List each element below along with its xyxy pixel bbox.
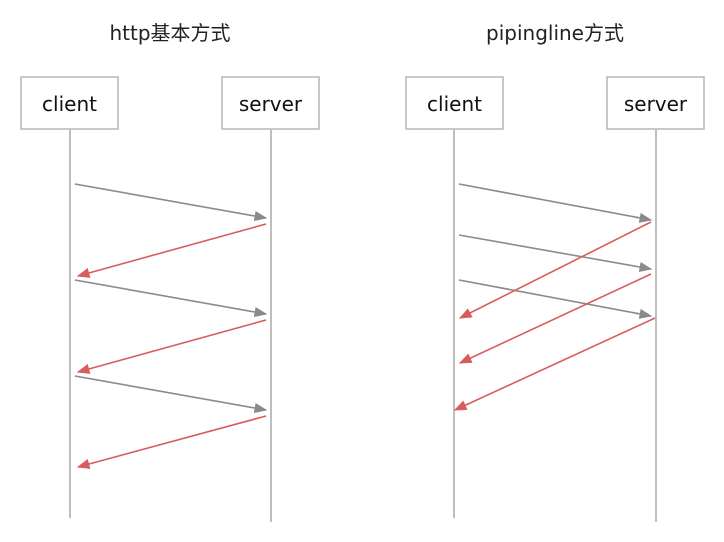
server-label: server <box>239 92 303 116</box>
panel-pipelining: pipingline方式 client server <box>405 21 705 522</box>
panel-title: pipingline方式 <box>486 21 624 45</box>
server-label: server <box>624 92 688 116</box>
request-arrow-client-to-server <box>458 183 653 223</box>
request-arrow-client-to-server <box>74 183 268 222</box>
panel-http-basic: http基本方式 client server <box>20 21 320 522</box>
response-arrow-server-to-client <box>76 415 267 469</box>
message-arrows <box>453 183 656 411</box>
client-label: client <box>427 92 482 116</box>
server-box <box>221 76 320 130</box>
client-label: client <box>42 92 97 116</box>
client-box <box>405 76 504 130</box>
message-arrows <box>74 183 268 469</box>
request-arrow-client-to-server <box>74 279 268 318</box>
request-arrow-client-to-server <box>458 234 653 273</box>
client-box <box>20 76 119 130</box>
server-box <box>606 76 705 130</box>
response-arrow-server-to-client <box>458 221 652 319</box>
response-arrow-server-to-client <box>458 273 652 364</box>
request-arrow-client-to-server <box>458 279 653 319</box>
response-arrow-server-to-client <box>76 319 267 374</box>
response-arrow-server-to-client <box>453 317 656 411</box>
response-arrow-server-to-client <box>76 223 267 278</box>
request-arrow-client-to-server <box>74 375 268 414</box>
panel-title: http基本方式 <box>109 21 230 45</box>
